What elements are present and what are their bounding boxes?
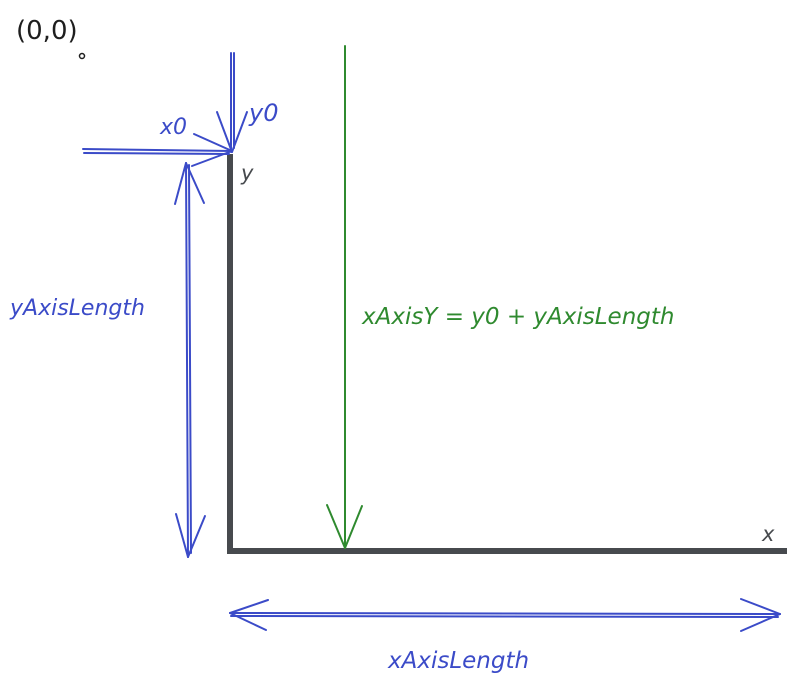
origin-marker <box>78 52 86 60</box>
y-axis-label: y <box>241 161 254 185</box>
x0-label: x0 <box>160 115 188 140</box>
y0-label: y0 <box>249 99 279 127</box>
y-axis-length-label: yAxisLength <box>10 296 145 321</box>
origin-label: (0,0) <box>16 16 78 46</box>
x-axis-y-formula: xAxisY = y0 + yAxisLength <box>362 304 675 330</box>
x-axis-y-arrow <box>326 45 363 549</box>
x-axis-label: x <box>762 522 775 546</box>
x-axis-length-arrow <box>229 598 781 632</box>
x-axis-length-label: xAxisLength <box>388 648 530 674</box>
y-axis-length-arrow <box>174 162 206 558</box>
x0-arrow <box>82 133 233 167</box>
y0-arrow <box>216 52 248 153</box>
